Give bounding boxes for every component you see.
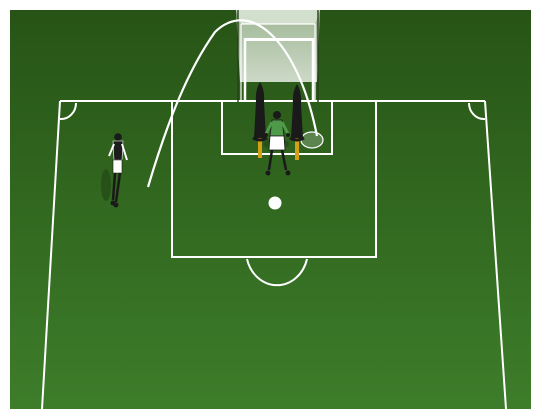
goal-crossbar <box>244 38 314 41</box>
pitch-diagram <box>10 10 531 409</box>
target-zone-icon <box>301 132 323 148</box>
pitch-svg <box>10 10 531 409</box>
ball-icon <box>269 197 282 210</box>
